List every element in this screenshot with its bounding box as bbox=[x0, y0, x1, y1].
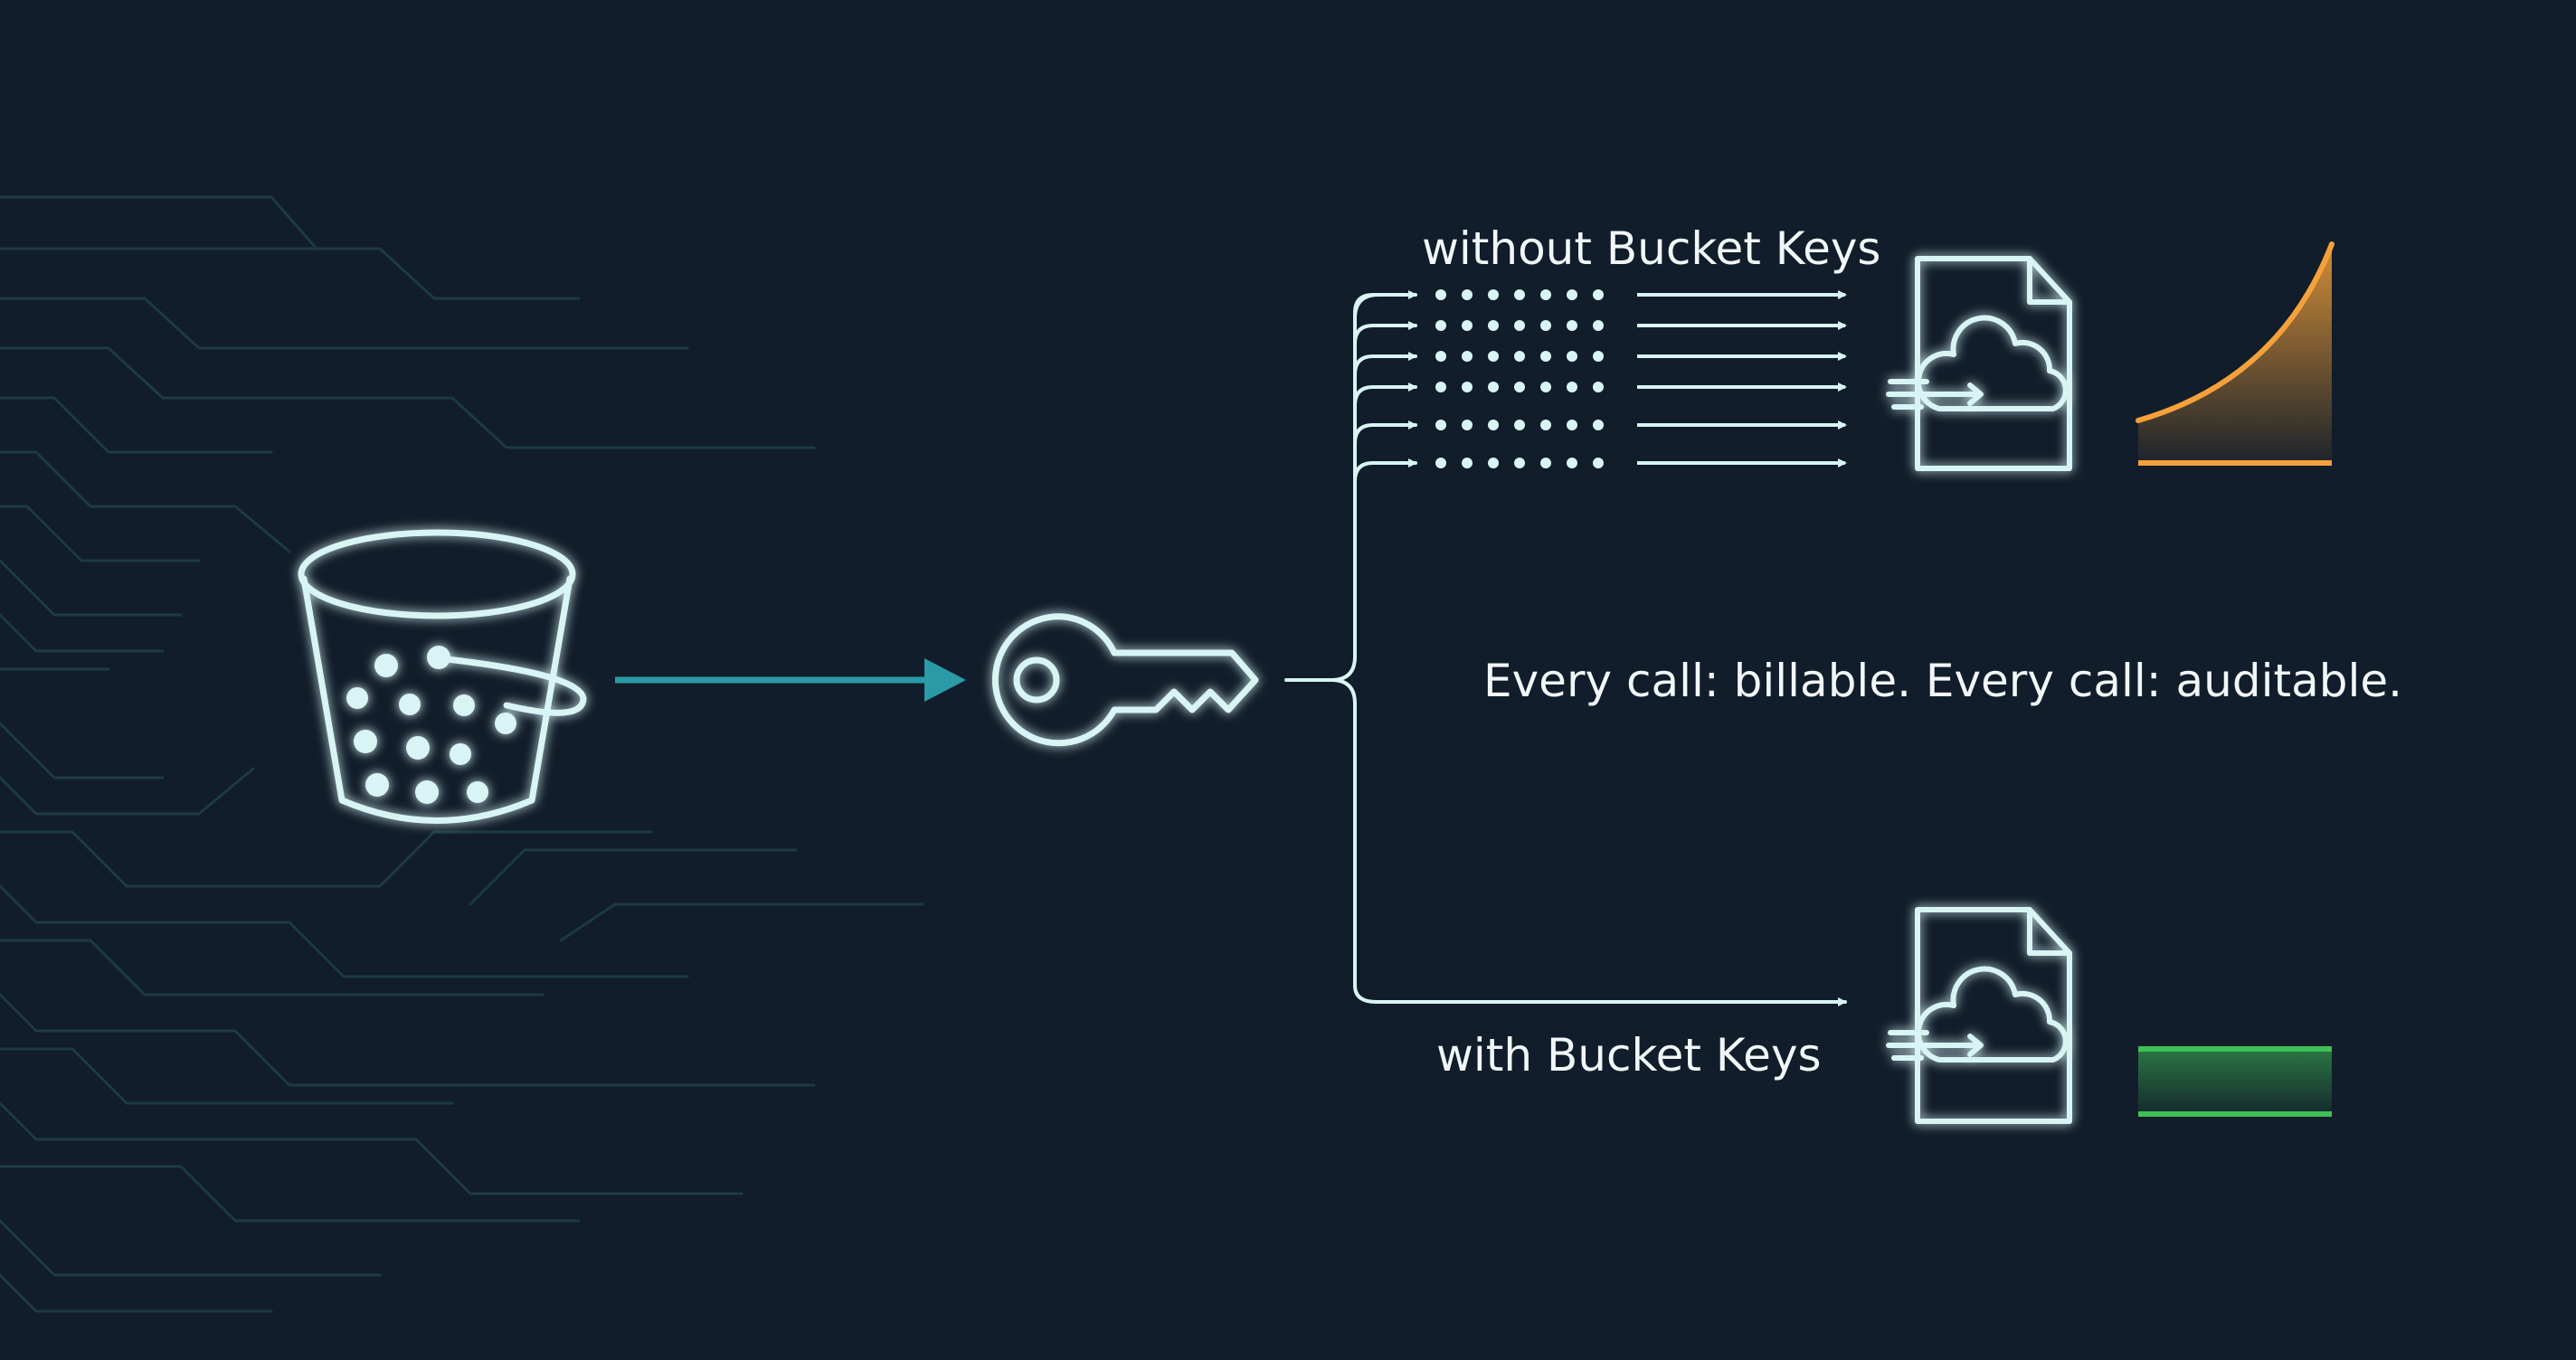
dot-row bbox=[1435, 320, 1604, 331]
branch-connector bbox=[1284, 290, 1847, 1006]
dot-row bbox=[1435, 382, 1604, 392]
circuit-background bbox=[0, 195, 924, 1313]
with-bucket-keys-label: with Bucket Keys bbox=[1436, 1029, 1822, 1081]
dot-row bbox=[1435, 458, 1604, 468]
cloud-document-icon bbox=[1886, 907, 2072, 1124]
dot-row bbox=[1435, 289, 1604, 300]
cloud-document-icon bbox=[1886, 256, 2072, 471]
dot-row bbox=[1435, 351, 1604, 362]
call-arrows bbox=[1637, 290, 1847, 468]
key-icon bbox=[991, 613, 1259, 747]
billing-note-label: Every call: billable. Every call: audita… bbox=[1483, 655, 2402, 707]
flat-cost-bar-icon bbox=[2138, 1046, 2332, 1117]
bucket-to-key-arrow bbox=[615, 658, 966, 702]
request-dots bbox=[1435, 289, 1604, 468]
rising-cost-curve-icon bbox=[2136, 241, 2334, 466]
without-bucket-keys-label: without Bucket Keys bbox=[1422, 222, 1881, 275]
dot-row bbox=[1435, 420, 1604, 430]
s3-bucket-icon bbox=[298, 529, 587, 824]
